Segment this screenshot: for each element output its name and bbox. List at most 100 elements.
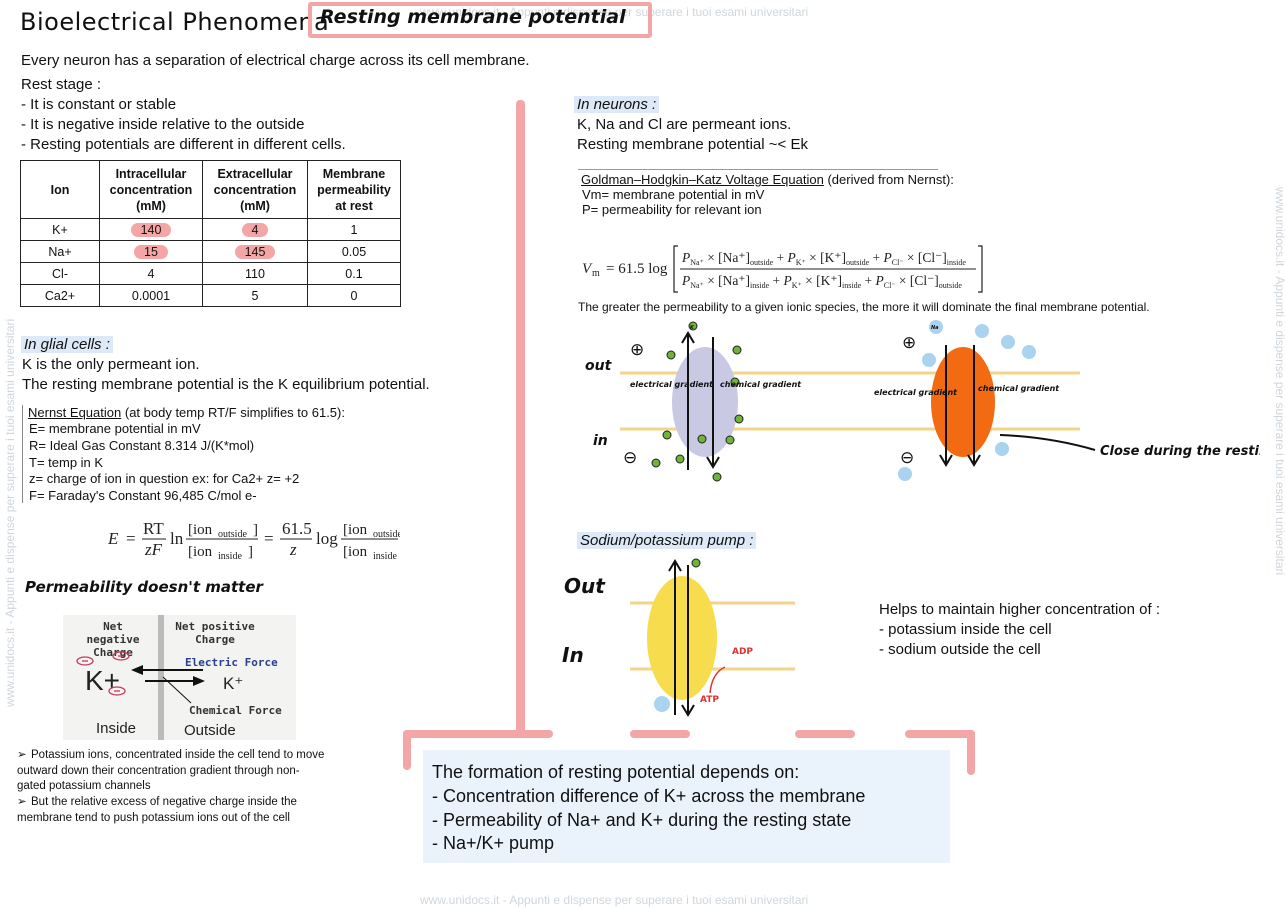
- dominance-text: The greater the permeability to a given …: [578, 300, 1150, 314]
- pump-out-label: Out: [564, 574, 606, 598]
- nernst-var: z= charge of ion in question ex: for Ca2…: [29, 471, 300, 486]
- svg-text:61.5: 61.5: [282, 519, 312, 538]
- electrical-gradient-label: electrical gradient: [630, 380, 714, 389]
- pump-item: - potassium inside the cell: [879, 621, 1052, 638]
- svg-text:outside: outside: [218, 529, 247, 540]
- ion-concentration-table: Ion Intracellular concentration (mM) Ext…: [20, 160, 401, 307]
- glial-heading: In glial cells :: [21, 335, 113, 355]
- nernst-heading: Nernst Equation (at body temp RT/F simpl…: [28, 405, 345, 420]
- pump-helps-text: Helps to maintain higher concentration o…: [879, 601, 1160, 618]
- nernst-var: R= Ideal Gas Constant 8.314 J/(K*mol): [29, 438, 255, 453]
- chemical-gradient-label: chemical gradient: [978, 384, 1060, 393]
- pump-heading: Sodium/potassium pump :: [577, 531, 757, 551]
- ion-channel-sketch: out in ⊕ ⊖ ⊕ ⊖ electrical gradient chemi…: [585, 320, 1260, 482]
- pump-item: - sodium outside the cell: [879, 641, 1041, 658]
- summary-item: - Permeability of Na+ and K+ during the …: [432, 810, 852, 830]
- table-row: K+ 140 4 1: [20, 218, 401, 241]
- svg-text:[ion: [ion: [188, 522, 213, 538]
- summary-frame-top-mid2: [795, 730, 855, 738]
- table-header: Extracellular concentration (mM): [202, 160, 308, 219]
- table-header: Membrane permeability at rest: [307, 160, 401, 219]
- out-label: out: [585, 358, 613, 374]
- outside-label: Outside: [184, 722, 236, 739]
- inside-label: Inside: [96, 720, 137, 737]
- ion-k-small: K⁺: [223, 674, 244, 693]
- svg-text:zF: zF: [144, 540, 163, 559]
- neurons-line: K, Na and Cl are permeant ions.: [577, 116, 792, 133]
- summary-heading: The formation of resting potential depen…: [432, 762, 800, 782]
- table-header: Ion: [20, 160, 100, 219]
- adp-label: ADP: [732, 647, 753, 657]
- electrical-gradient-label: electrical gradient: [874, 388, 958, 397]
- arrowhead-bullet-icon: ➢: [17, 749, 27, 761]
- svg-text:]: ]: [248, 544, 253, 560]
- svg-text:ln: ln: [170, 529, 184, 548]
- ion-k-label: K: [690, 325, 695, 331]
- highlighted-value: 15: [134, 244, 168, 259]
- svg-text:E: E: [107, 529, 119, 548]
- highlighted-value: 140: [130, 222, 172, 237]
- summary-item: - Na+/K+ pump: [432, 833, 555, 853]
- page-title: Bioelectrical Phenomena: [20, 8, 330, 36]
- arrowhead-bullet-icon: ➢: [17, 796, 27, 808]
- in-label: in: [593, 433, 608, 449]
- svg-text:[ion: [ion: [188, 544, 213, 560]
- membrane-bar: [158, 615, 164, 740]
- chemical-gradient-label: chemical gradient: [720, 380, 802, 389]
- intro-text: Every neuron has a separation of electri…: [21, 52, 530, 69]
- nernst-var: F= Faraday's Constant 96,485 C/mol e-: [29, 488, 257, 503]
- summary-box: [423, 750, 950, 863]
- svg-text:=: =: [126, 529, 136, 548]
- bullet-item: ➢Potassium ions, concentrated inside the…: [17, 749, 325, 792]
- svg-text:m: m: [592, 268, 600, 279]
- svg-text:RT: RT: [143, 519, 164, 538]
- sodium-channel: [931, 347, 995, 457]
- nernst-var: E= membrane potential in mV: [29, 421, 201, 436]
- column-divider: [516, 100, 525, 734]
- ghk-top-rule: [578, 169, 938, 170]
- svg-text:PNa⁺ × [Na⁺]outside + PK⁺ × [K: PNa⁺ × [Na⁺]outside + PK⁺ × [K⁺]outside …: [681, 250, 966, 267]
- summary-frame-top-left: [403, 730, 553, 738]
- table-row: Na+ 15 145 0.05: [20, 240, 401, 263]
- rest-item: - Resting potentials are different in di…: [21, 136, 346, 153]
- title-tag-frame: [308, 2, 652, 38]
- svg-text:z: z: [289, 540, 297, 559]
- permeability-note: Permeability doesn't matter: [25, 578, 263, 596]
- pump-protein: [647, 576, 717, 700]
- close-note: Close during the resting state: [1100, 444, 1260, 459]
- table-row: Cl- 4 110 0.1: [20, 262, 401, 285]
- summary-item: - Concentration difference of K+ across …: [432, 786, 866, 806]
- table-row: Ca2+ 0.0001 5 0: [20, 284, 401, 307]
- rest-item: - It is negative inside relative to the …: [21, 116, 305, 133]
- summary-frame-top-mid: [630, 730, 690, 738]
- ghk-heading: Goldman–Hodgkin–Katz Voltage Equation (d…: [581, 172, 954, 187]
- summary-frame-left: [403, 730, 411, 770]
- nernst-var: T= temp in K: [29, 455, 104, 470]
- watermark-side-right: www.unidocs.it - Appunti e dispense per …: [1273, 187, 1286, 576]
- svg-text:inside: inside: [218, 551, 242, 562]
- svg-text:]: ]: [253, 522, 258, 538]
- svg-text:=: =: [264, 529, 274, 548]
- watermark-side-left: www.unidocs.it - Appunti e dispense per …: [3, 318, 17, 707]
- highlighted-value: 4: [241, 222, 269, 237]
- svg-text:V: V: [582, 261, 593, 277]
- highlighted-value: 145: [234, 244, 276, 259]
- force-arrows: [76, 651, 205, 704]
- sodium-potassium-pump-sketch: Out In ATP ADP: [562, 558, 795, 717]
- plus-icon: ⊕: [630, 340, 644, 360]
- ghk-var: Vm= membrane potential in mV: [582, 187, 765, 202]
- svg-text:outside: outside: [373, 529, 400, 540]
- svg-text:[ion: [ion: [343, 522, 368, 538]
- glial-line: K is the only permeant ion.: [22, 356, 200, 373]
- bullet-item: ➢But the relative excess of negative cha…: [17, 796, 297, 824]
- ion-force-diagram: Net negative Charge Net positive Charge …: [63, 615, 296, 740]
- svg-text:inside: inside: [373, 551, 397, 562]
- title-tag: Resting membrane potential: [320, 6, 626, 28]
- nernst-formula: E = RT zF ln [ion outside ] [ion inside …: [107, 519, 400, 562]
- neurons-heading: In neurons :: [574, 95, 660, 115]
- chemical-force-label: Chemical Force: [189, 704, 282, 717]
- pump-in-label: In: [562, 643, 584, 667]
- atp-label: ATP: [700, 695, 719, 705]
- svg-text:log: log: [316, 529, 338, 548]
